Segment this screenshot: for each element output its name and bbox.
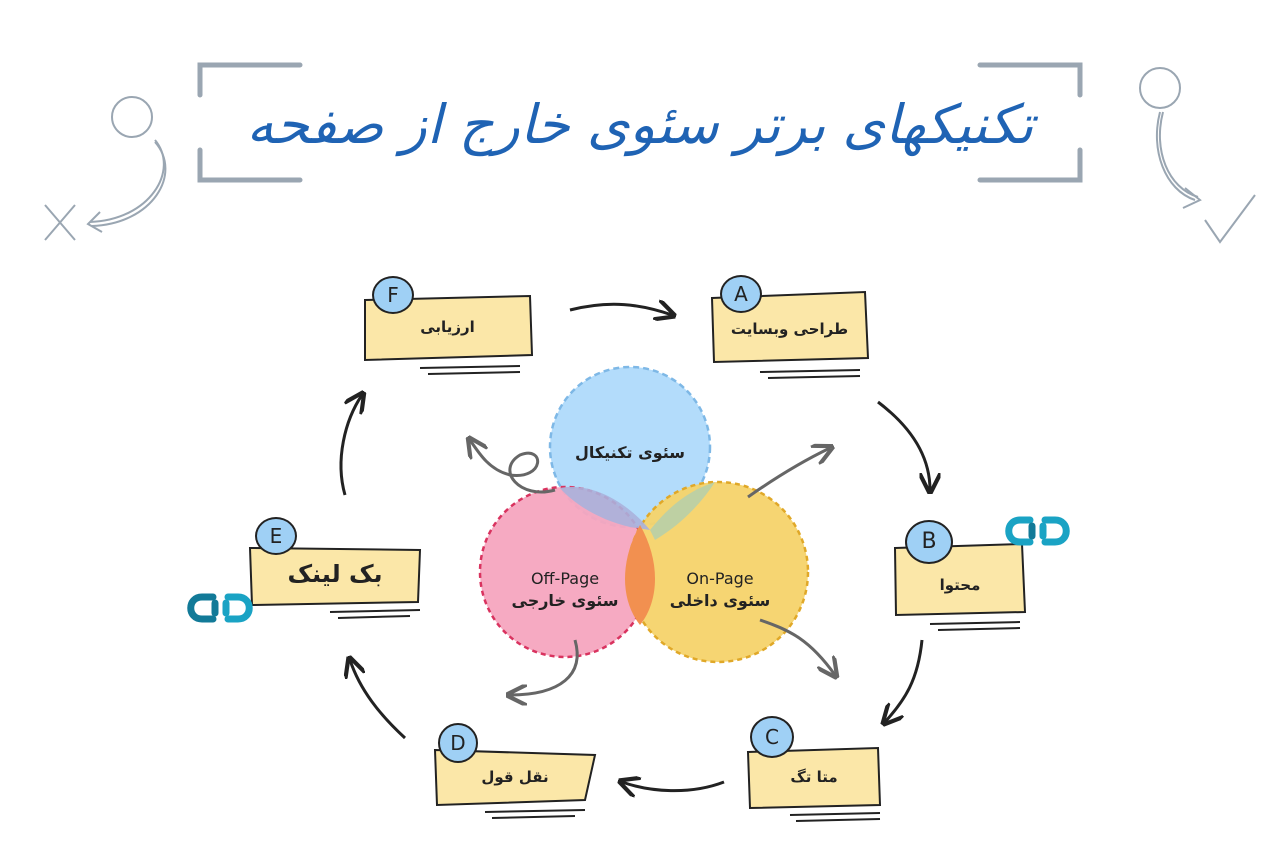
venn-label-technical: سئوی تکنیکال: [574, 443, 686, 462]
step-label-c: متا تگ: [790, 768, 838, 786]
cycle-arrows: [339, 304, 930, 791]
note-box-f: [364, 294, 534, 362]
step-letter-f: F: [372, 276, 414, 314]
arrow-c-to-d: [622, 782, 725, 791]
arrow-a-to-b: [877, 400, 930, 490]
step-label-f: ارزیابی: [420, 318, 475, 336]
venn-label-onpage-en: On-Page: [686, 569, 754, 588]
step-letter-b: B: [905, 520, 953, 564]
arrow-f-to-a: [569, 304, 672, 315]
step-label-e: بک لینک: [287, 560, 383, 588]
step-letter-a: A: [720, 275, 762, 313]
note-box-c: [746, 746, 882, 810]
venn-label-offpage-fa: سئوی خارجی: [511, 591, 619, 610]
arrow-e-to-f: [339, 395, 362, 496]
venn-overlap-off-on: [625, 525, 655, 625]
venn-label-offpage-en: Off-Page: [530, 569, 600, 588]
link-icon: [1005, 516, 1070, 546]
arrow-b-to-c: [885, 639, 924, 722]
step-label-a: طراحی وبسایت: [730, 320, 849, 338]
arrow-d-to-e: [350, 660, 407, 740]
step-letter-c: C: [750, 716, 794, 758]
step-letter-e: E: [255, 517, 297, 555]
step-label-d: نقل قول: [481, 768, 549, 786]
left-doodle: [44, 96, 167, 241]
title-frame: [197, 62, 1083, 183]
venn-diagram: [478, 365, 810, 664]
venn-overlap-tech-off: [560, 486, 650, 530]
page-title: تکنیکهای برتر سئوی خارج از صفحه: [246, 93, 1034, 156]
step-letter-d: D: [438, 723, 478, 763]
venn-label-offpage: Off-Page سئوی خارجی: [495, 568, 635, 612]
venn-label-onpage: On-Page سئوی داخلی: [650, 568, 790, 612]
venn-arrows: [470, 440, 835, 695]
link-icon: [187, 593, 253, 623]
venn-label-onpage-fa: سئوی داخلی: [669, 591, 771, 610]
step-label-b: محتوا: [939, 576, 981, 594]
note-box-d: [433, 748, 597, 807]
right-doodle: [1139, 67, 1256, 244]
venn-overlap-tech-on: [650, 482, 715, 540]
note-box-e: [248, 546, 422, 607]
